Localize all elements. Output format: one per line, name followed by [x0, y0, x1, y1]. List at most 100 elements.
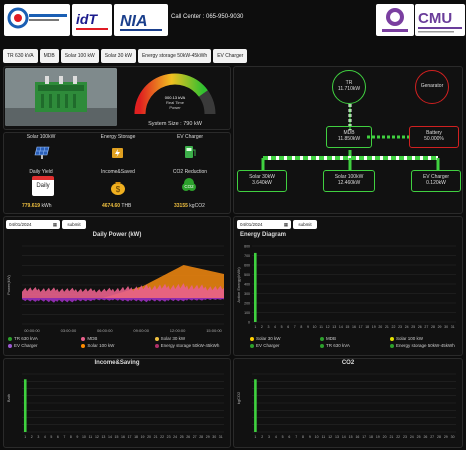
tab-energy-storage[interactable]: Energy storage 50kW-45kWh: [137, 49, 212, 63]
legend-dot: [8, 343, 12, 348]
legend-item[interactable]: Solar 100 kW: [390, 336, 423, 341]
co2-cloud-icon: CO2: [182, 178, 196, 191]
xtick-label: 22: [396, 435, 400, 439]
xtick-label: 6: [287, 325, 289, 329]
daily-power-date-input[interactable]: 04/01/2024 ▦: [6, 220, 60, 229]
ytick-label: 300: [244, 292, 250, 296]
legend-item[interactable]: Solar 100 kW: [81, 343, 114, 348]
legend-item[interactable]: TR 630 kVA: [320, 343, 350, 348]
xtick-label: 10: [82, 435, 86, 439]
xtick-label: 8: [300, 325, 302, 329]
xtick-label: 31: [219, 435, 223, 439]
xtick-label: 12: [95, 435, 99, 439]
legend-item[interactable]: Energy storage 50kW-45kWh: [154, 343, 219, 348]
xtick-label: 6: [288, 435, 290, 439]
ev-charger-label: EV Charger: [176, 134, 204, 140]
xtick-label: 14: [342, 435, 346, 439]
tab-solar-100[interactable]: Solar 100 kW: [60, 49, 99, 63]
legend-item[interactable]: Solar 30 kW: [154, 336, 185, 341]
xtick-label: 10: [313, 325, 317, 329]
srdi-cmu-logo: [376, 4, 414, 36]
xtick-label: 18: [369, 435, 373, 439]
generator-node[interactable]: Genarator: [415, 70, 449, 104]
xtick-label: 4: [44, 435, 46, 439]
ytick-label: 600: [244, 264, 250, 268]
co2-title: CO2: [341, 360, 355, 366]
legend-item[interactable]: MDB: [81, 336, 97, 341]
daily-power-ylabel: Power(kW): [6, 274, 11, 294]
xtick-label: 29: [438, 325, 442, 329]
calendar-daily-text: Daily: [36, 183, 50, 189]
xtick-label: 1: [24, 435, 26, 439]
legend-item[interactable]: TR 630 kVA: [8, 336, 38, 341]
energy-diagram-title: Energy Diagram: [240, 232, 287, 238]
legend-dot: [320, 343, 324, 348]
xtick-label: 4: [275, 435, 277, 439]
xtick-label: 19: [372, 325, 376, 329]
xtick-label: 28: [431, 325, 435, 329]
legend-label: Solar 100 kW: [396, 336, 424, 341]
daily-power-submit-button[interactable]: submit: [62, 220, 86, 229]
legend-item[interactable]: EV Charger: [8, 343, 38, 348]
gauge-sub1: Real Time: [166, 100, 185, 105]
energy-diagram-ylabel: Active Energy(kWh): [236, 267, 241, 303]
solar100-node[interactable]: Solar 100kW 12.460kW: [323, 170, 375, 192]
tab-solar-30[interactable]: Solar 30 kW: [100, 49, 136, 63]
xtick-label: 28: [437, 435, 441, 439]
legend-dot: [154, 343, 159, 348]
solar30-node[interactable]: Solar 30kW 3.640kW: [237, 170, 287, 192]
xtick-label: 29: [206, 435, 210, 439]
xtick-label: 1: [254, 325, 256, 329]
legend-label: MDB: [326, 336, 336, 341]
legend-dot: [250, 343, 254, 348]
chongkiat-logo: [4, 4, 70, 36]
legend-dot: [81, 343, 86, 348]
tab-mdb[interactable]: MDB: [39, 49, 59, 63]
mdb-node[interactable]: MDB 11.850kW: [326, 126, 372, 148]
energy-submit-button[interactable]: submit: [293, 220, 317, 229]
daily-power-xtick: 06:00:00: [97, 328, 113, 333]
daily-power-xtick: 00:00:00: [24, 328, 40, 333]
battery-node[interactable]: Battery 50.000%: [409, 126, 459, 148]
xtick-label: 21: [389, 435, 393, 439]
ytick-label: 700: [244, 254, 250, 258]
xtick-label: 18: [134, 435, 138, 439]
xtick-label: 25: [417, 435, 421, 439]
legend-item[interactable]: Solar 30 kW: [250, 336, 281, 341]
xtick-label: 20: [378, 325, 382, 329]
xtick-label: 25: [411, 325, 415, 329]
tr-node[interactable]: TR 11.710kW: [332, 70, 366, 104]
ytick-label: 0: [248, 321, 250, 325]
xtick-label: 14: [108, 435, 112, 439]
device-tabs: TR 630 kVA MDB Solar 100 kW Solar 30 kW …: [3, 49, 248, 63]
energy-date-input[interactable]: 04/01/2024 ▦: [237, 220, 291, 229]
daily-power-title: Daily Power (kW): [92, 232, 142, 238]
tr-node-label: TR: [345, 80, 353, 86]
xtick-label: 5: [282, 435, 284, 439]
legend-label: Energy storage 50kW-45kWh: [396, 343, 455, 348]
legend-item[interactable]: MDB: [320, 336, 336, 341]
xtick-label: 10: [315, 435, 319, 439]
xtick-label: 4: [274, 325, 276, 329]
legend-item[interactable]: EV Charger: [250, 343, 280, 348]
ev-charger-node[interactable]: EV Charger 0.120kW: [411, 170, 461, 192]
energy-date-text: 04/01/2024: [240, 222, 263, 227]
legend-dot: [390, 336, 394, 341]
co2-unit: kgCO2: [189, 203, 205, 209]
daily-power-xtick: 03:00:00: [61, 328, 77, 333]
svg-text:NIA: NIA: [120, 13, 148, 30]
solar100-node-value: 12.460kW: [337, 180, 361, 186]
xtick-label: 17: [362, 435, 366, 439]
battery-storage-icon: [112, 148, 123, 158]
legend-label: EV Charger: [256, 343, 280, 348]
xtick-label: 12: [328, 435, 332, 439]
legend-item[interactable]: Energy storage 50kW-45kWh: [390, 343, 455, 348]
bar: [253, 252, 257, 322]
tab-ev-charger[interactable]: EV Charger: [213, 49, 248, 63]
stats-panel: [3, 132, 231, 214]
tab-tr-630[interactable]: TR 630 kVA: [3, 49, 38, 63]
system-size-text: System Size : 790 kW: [148, 121, 203, 127]
xtick-label: 18: [365, 325, 369, 329]
